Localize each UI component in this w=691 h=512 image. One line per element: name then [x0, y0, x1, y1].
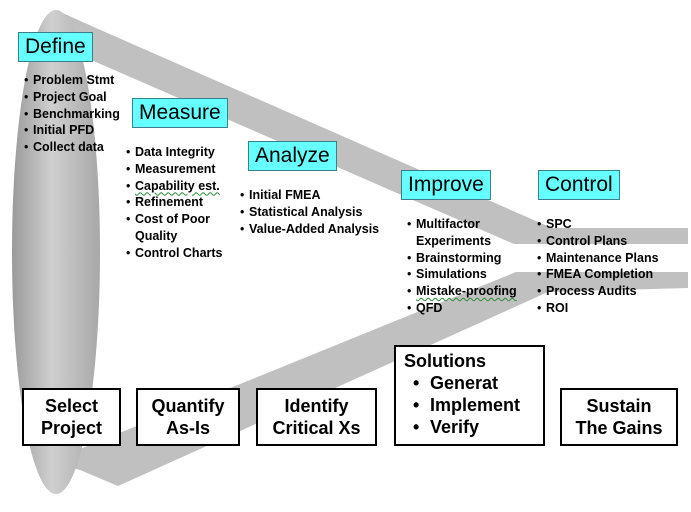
outcome-select-project: Select Project	[22, 388, 121, 446]
outcome-quantify-as-is-line2: As-Is	[165, 418, 210, 438]
control-activities: SPC Control Plans Maintenance Plans FMEA…	[537, 216, 659, 317]
define-item-benchmarking: Benchmarking	[24, 106, 120, 123]
define-item-project-goal: Project Goal	[24, 89, 120, 106]
define-item-collect-data: Collect data	[24, 139, 120, 156]
analyze-activities: Initial FMEA Statistical Analysis Value-…	[240, 187, 379, 237]
outcome-solutions: Solutions Generat Implement Verify	[394, 345, 545, 446]
funnel-upper-band	[36, 10, 688, 244]
outcome-sustain-the-gains: Sustain The Gains	[560, 388, 678, 446]
phase-improve-label: Improve	[401, 170, 491, 200]
improve-item-qfd: QFD	[407, 300, 517, 317]
improve-activities: Multifactor Experiments Brainstorming Si…	[407, 216, 517, 317]
measure-item-quality: Quality	[135, 228, 178, 243]
measure-activities: Data Integrity Measurement Capability es…	[126, 144, 223, 262]
outcome-select-project-line2: Project	[40, 418, 103, 438]
improve-item-brainstorming: Brainstorming	[407, 250, 517, 267]
measure-item-refinement: Refinement	[126, 194, 223, 211]
measure-item-capability: Capability est.	[126, 178, 223, 195]
outcome-quantify-as-is-line1: Quantify	[151, 396, 225, 416]
solutions-item-generat: Generat	[404, 372, 535, 394]
measure-item-data-integrity: Data Integrity	[126, 144, 223, 161]
improve-item-multifactor: Multifactor	[407, 216, 517, 233]
control-item-control-plans: Control Plans	[537, 233, 659, 250]
measure-item-control-charts: Control Charts	[126, 245, 223, 262]
solutions-list: Generat Implement Verify	[404, 372, 535, 438]
measure-item-capability-text: Capability est.	[135, 178, 220, 193]
measure-item-cost-of-poor: Cost of Poor	[126, 211, 223, 228]
outcome-identify-critical-xs-line2: Critical Xs	[272, 418, 361, 438]
control-item-process-audits: Process Audits	[537, 283, 659, 300]
outcome-select-project-line1: Select	[44, 396, 99, 416]
define-item-problem-stmt: Problem Stmt	[24, 72, 120, 89]
improve-item-experiments: Experiments	[416, 233, 492, 248]
outcome-sustain-the-gains-line2: The Gains	[575, 418, 663, 438]
analyze-item-value-added-analysis: Value-Added Analysis	[240, 221, 379, 238]
define-item-initial-pfd: Initial PFD	[24, 122, 120, 139]
solutions-title: Solutions	[404, 351, 486, 371]
control-item-fmea-completion: FMEA Completion	[537, 266, 659, 283]
control-item-spc: SPC	[537, 216, 659, 233]
solutions-item-implement: Implement	[404, 394, 535, 416]
solutions-item-verify: Verify	[404, 416, 535, 438]
outcome-identify-critical-xs-line1: Identify	[284, 396, 349, 416]
control-item-roi: ROI	[537, 300, 659, 317]
improve-item-mistake-proofing: Mistake-proofing	[407, 283, 517, 300]
phase-analyze-label: Analyze	[248, 141, 337, 171]
improve-item-simulations: Simulations	[407, 266, 517, 283]
improve-item-mistake-proofing-text: Mistake-proofing	[416, 284, 517, 299]
phase-control-label: Control	[538, 170, 620, 200]
outcome-quantify-as-is: Quantify As-Is	[136, 388, 240, 446]
define-activities: Problem Stmt Project Goal Benchmarking I…	[24, 72, 120, 156]
outcome-identify-critical-xs: Identify Critical Xs	[256, 388, 377, 446]
control-item-maintenance-plans: Maintenance Plans	[537, 250, 659, 267]
analyze-item-initial-fmea: Initial FMEA	[240, 187, 379, 204]
phase-define-label: Define	[18, 32, 93, 62]
measure-item-measurement: Measurement	[126, 161, 223, 178]
outcome-sustain-the-gains-line1: Sustain	[586, 396, 652, 416]
phase-measure-label: Measure	[132, 98, 228, 128]
analyze-item-statistical-analysis: Statistical Analysis	[240, 204, 379, 221]
